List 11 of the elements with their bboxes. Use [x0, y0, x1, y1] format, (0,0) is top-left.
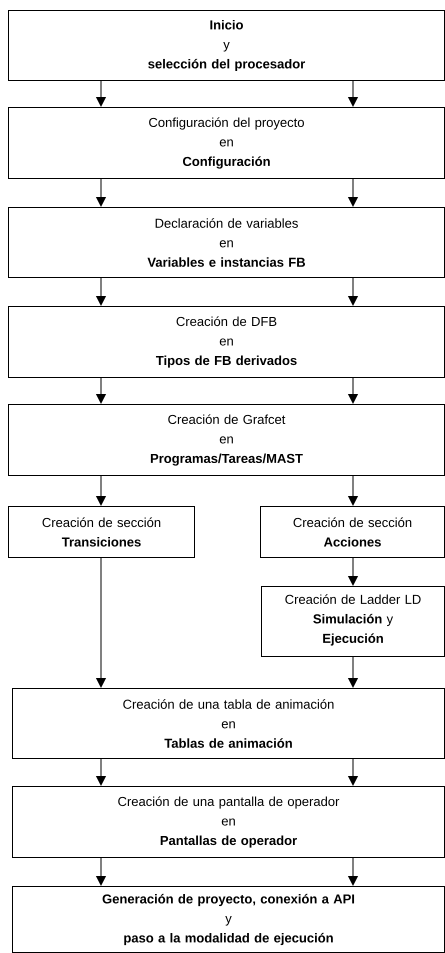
process-box: Creación de sección Transiciones — [8, 506, 195, 558]
process-box: Creación de una tabla de animación en Tablas de animación — [12, 688, 445, 759]
process-box: Creación de una pantalla de operador en Pantallas de operador — [12, 786, 445, 858]
process-box: Inicio y selección del procesador — [8, 10, 445, 81]
process-box: Declaración de variables en Variables e instancias FB — [8, 207, 445, 278]
process-box: Creación de sección Acciones — [260, 506, 445, 558]
process-box: Creación de Grafcet en Programas/Tareas/MAST — [8, 404, 445, 476]
process-box: Creación de DFB en Tipos de FB derivados — [8, 306, 445, 378]
process-box: Generación de proyecto, conexión a API y paso a la modalidad de ejecución — [12, 886, 445, 953]
process-box: Configuración del proyecto en Configuración — [8, 107, 445, 179]
process-box: Creación de Ladder LD Simulación y Ejecución — [261, 586, 445, 657]
